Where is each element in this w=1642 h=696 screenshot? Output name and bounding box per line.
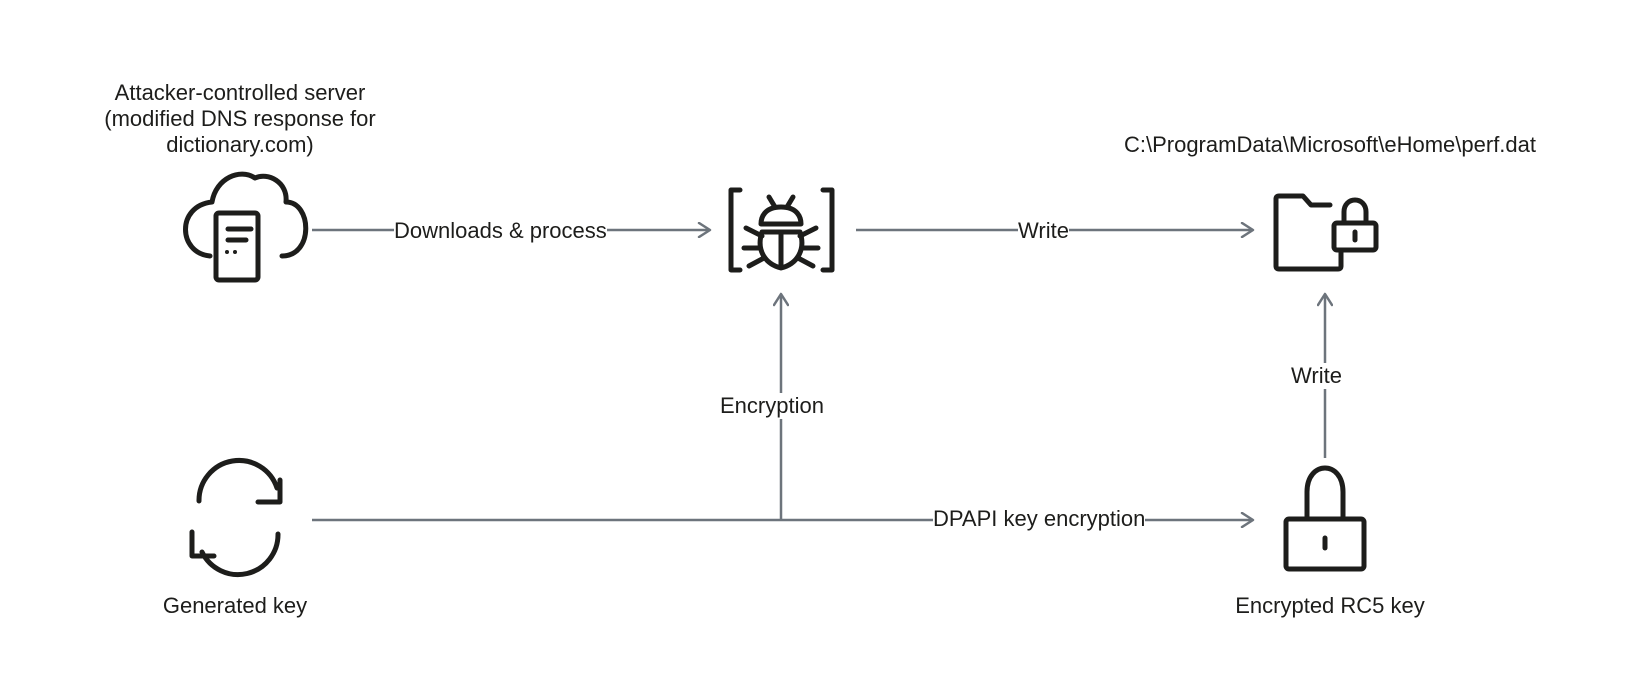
server-label-line3: dictionary.com) — [166, 132, 314, 157]
edge-label-write-top: Write — [1018, 218, 1069, 244]
file-path-label: C:\ProgramData\Microsoft\eHome\perf.dat — [1123, 132, 1537, 157]
edge-label-encryption: Encryption — [720, 393, 824, 419]
refresh-icon — [189, 458, 283, 578]
generated-key-label: Generated key — [162, 593, 308, 618]
edge-label-downloads: Downloads & process — [394, 218, 607, 244]
padlock-icon — [1283, 465, 1367, 572]
edge-label-write-right: Write — [1291, 363, 1342, 389]
connectors — [312, 230, 1325, 520]
server-label: Attacker-controlled server (modified DNS… — [80, 80, 400, 158]
bug-icon — [728, 187, 835, 273]
cloud-server-icon — [183, 171, 309, 283]
server-label-line1: Attacker-controlled server — [114, 80, 366, 105]
encrypted-rc5-key-label: Encrypted RC5 key — [1235, 593, 1425, 618]
server-label-line2: (modified DNS response for — [104, 106, 376, 131]
locked-folder-icon — [1273, 193, 1379, 272]
edge-label-dpapi: DPAPI key encryption — [933, 506, 1146, 532]
